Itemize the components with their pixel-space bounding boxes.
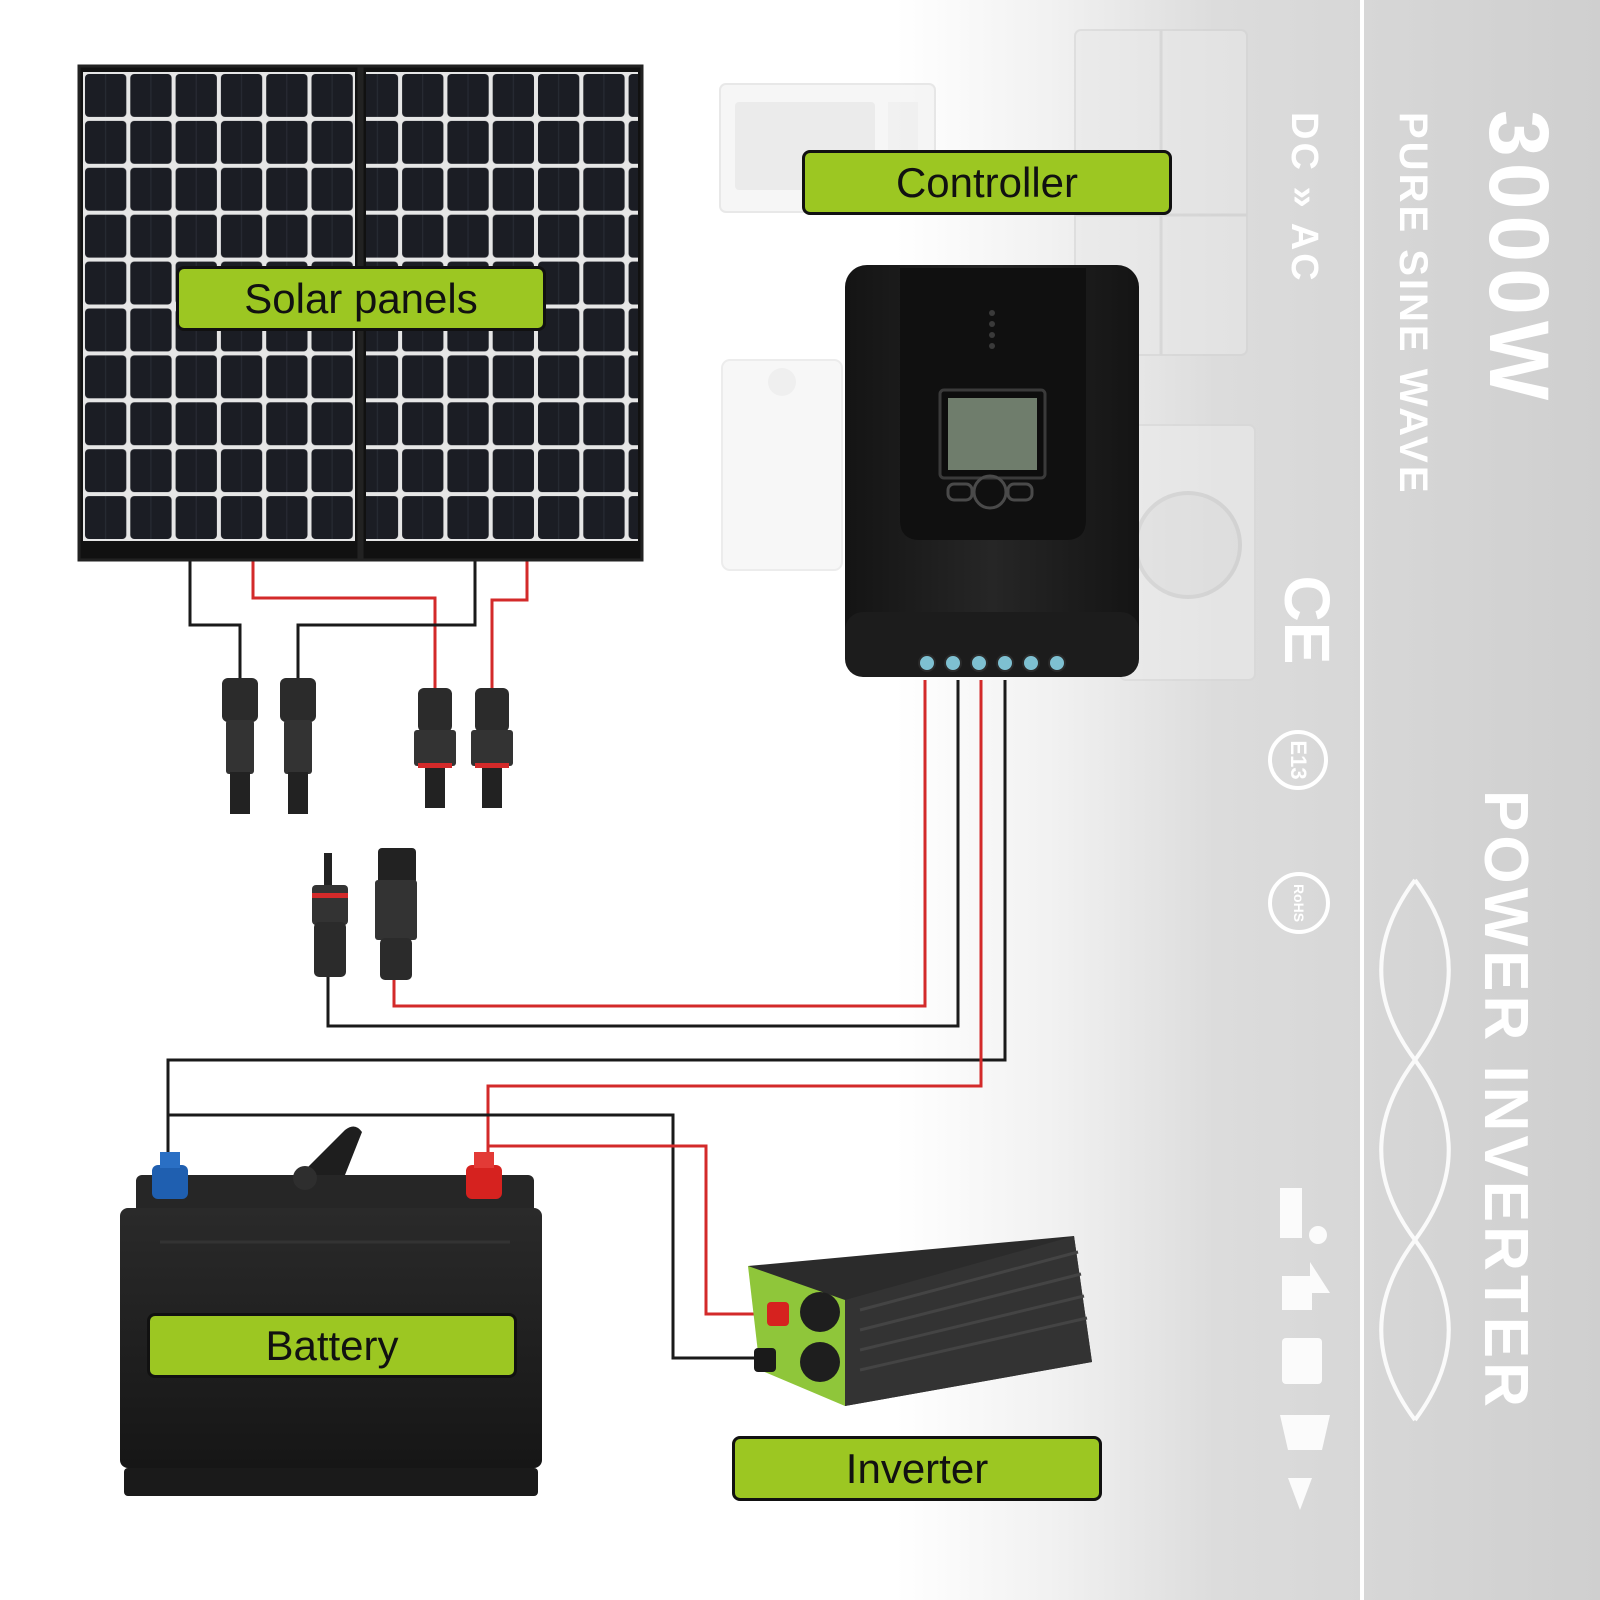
mc4-male-connector-2	[471, 688, 513, 808]
mc4-output-male-connector	[312, 853, 348, 977]
inverter-label: Inverter	[732, 1436, 1102, 1501]
panel2-positive-wire	[490, 560, 529, 690]
mc4-male-connector-1	[414, 688, 456, 808]
boat-usage-icon	[1280, 1415, 1330, 1450]
solar-usage-icon	[1280, 1188, 1302, 1238]
mc4-connectors-icon	[222, 678, 513, 980]
controller-battery-positive-wire	[486, 680, 983, 1170]
battery-negative-terminal	[152, 1152, 188, 1199]
battery-inverter-negative-wire	[168, 1113, 755, 1360]
inverter-positive-terminal	[767, 1302, 789, 1326]
pv-positive-to-controller-wire	[392, 680, 927, 1008]
conversion-text: DC » AC	[1283, 112, 1325, 284]
lcd-screen-icon	[938, 388, 1047, 480]
dehumidifier-icon	[721, 359, 843, 571]
rating-text: 3000W	[1472, 110, 1566, 407]
mc4-output-female-connector	[375, 848, 417, 980]
battery-label: Battery	[147, 1313, 517, 1378]
battery-icon	[120, 1126, 542, 1496]
product-text: POWER INVERTER	[1471, 790, 1540, 1411]
panel1-positive-wire	[251, 560, 437, 690]
sine-wave-icon	[1379, 878, 1451, 1422]
tower-usage-icon	[1288, 1478, 1312, 1510]
charge-controller-icon	[845, 265, 1139, 677]
wiring	[166, 560, 1007, 1360]
waveform-text: PURE SINE WAVE	[1391, 112, 1435, 496]
washing-machine-icon	[1119, 424, 1256, 681]
terminal-ports-icon	[918, 654, 1066, 672]
battery-positive-terminal	[466, 1152, 502, 1199]
mc4-female-connector-1	[222, 678, 258, 814]
pv-negative-to-controller-wire	[326, 680, 960, 1028]
control-buttons-icon	[946, 474, 1034, 510]
rv-usage-icon	[1282, 1338, 1322, 1384]
solar-panels-label: Solar panels	[176, 266, 546, 331]
panel1-negative-wire	[188, 560, 242, 680]
inverter-icon	[748, 1236, 1092, 1406]
panel2-negative-wire	[296, 560, 477, 680]
mc4-female-connector-2	[280, 678, 316, 814]
application-icons	[1280, 1188, 1330, 1510]
battery-inverter-positive-wire	[488, 1144, 768, 1316]
home-usage-icon	[1282, 1276, 1312, 1310]
status-led-indicators	[989, 310, 995, 349]
inverter-negative-terminal	[754, 1348, 776, 1372]
controller-label: Controller	[802, 150, 1172, 215]
